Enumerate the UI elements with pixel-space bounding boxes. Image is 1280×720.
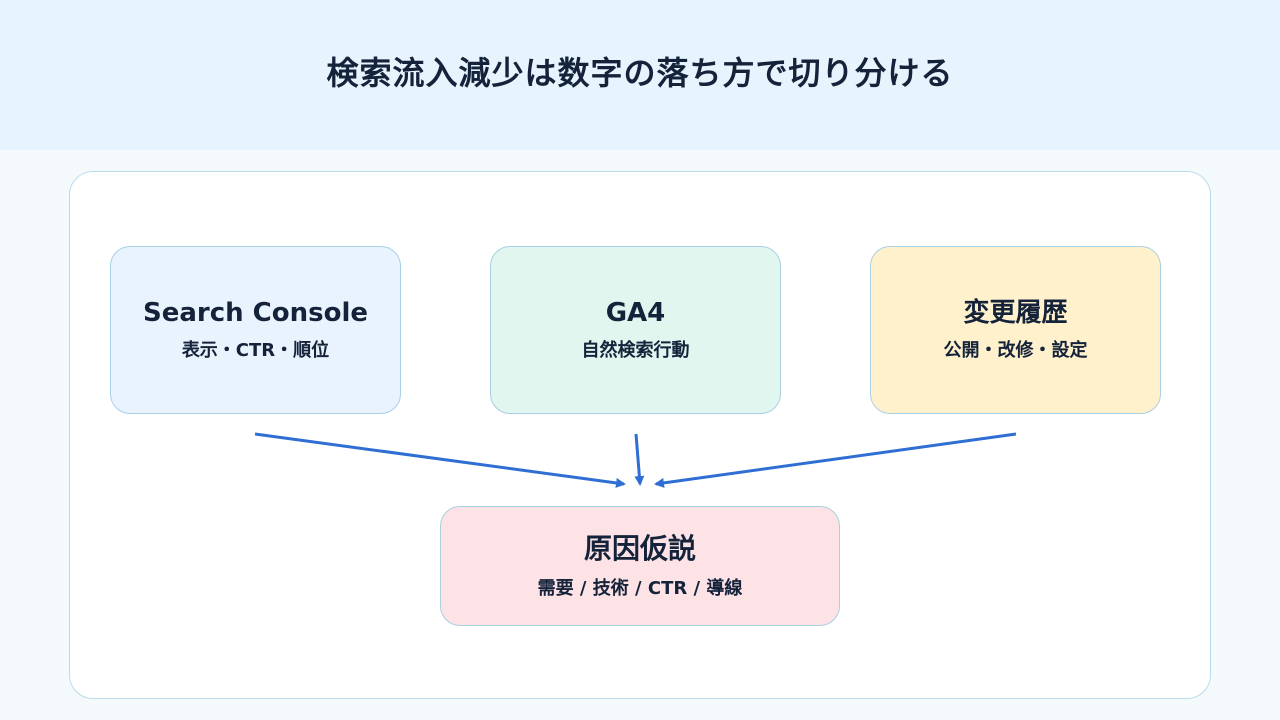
source-card-ga4: GA4 自然検索行動: [490, 246, 781, 414]
header-band: 検索流入減少は数字の落ち方で切り分ける: [0, 0, 1280, 150]
source-card-change-history: 変更履歴 公開・改修・設定: [870, 246, 1161, 414]
page-title: 検索流入減少は数字の落ち方で切り分ける: [326, 54, 954, 92]
source-card-subtitle: 自然検索行動: [581, 339, 690, 361]
source-card-title: Search Console: [142, 298, 369, 329]
source-card-search-console: Search Console 表示・CTR・順位: [110, 246, 401, 414]
hypothesis-subtitle: 需要 / 技術 / CTR / 導線: [537, 577, 743, 599]
source-card-subtitle: 公開・改修・設定: [943, 339, 1088, 361]
hypothesis-title: 原因仮説: [583, 532, 696, 566]
hypothesis-card: 原因仮説 需要 / 技術 / CTR / 導線: [440, 506, 840, 626]
source-card-title: GA4: [605, 298, 666, 329]
source-card-title: 変更履歴: [963, 298, 1068, 329]
source-card-subtitle: 表示・CTR・順位: [181, 339, 330, 361]
